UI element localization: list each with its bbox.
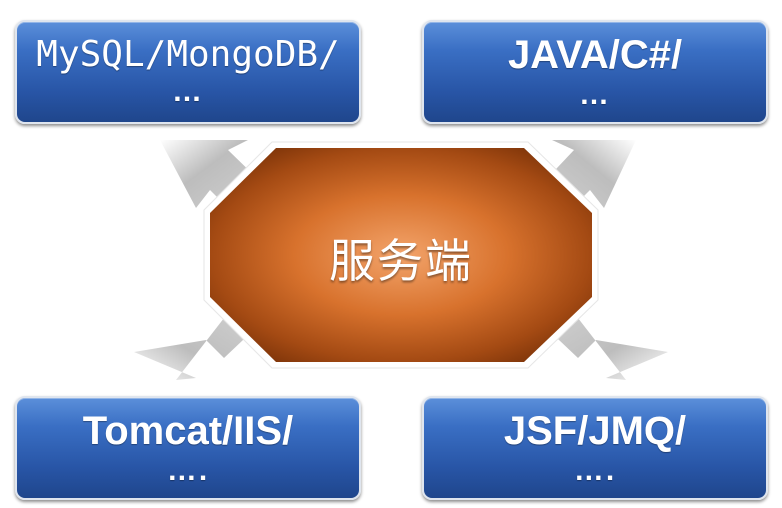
messaging-box-title: JSF/JMQ/	[503, 408, 687, 453]
messaging-box: JSF/JMQ/ ….	[422, 396, 768, 500]
web-server-box: Tomcat/IIS/ ….	[15, 396, 361, 500]
language-box-more: …	[579, 77, 611, 111]
web-server-box-more: ….	[166, 453, 210, 487]
database-box: MySQL/MongoDB/ …	[15, 20, 361, 124]
web-server-box-title: Tomcat/IIS/	[82, 408, 294, 453]
messaging-box-more: ….	[573, 453, 617, 487]
database-box-more: …	[172, 75, 204, 109]
hub-octagon-fill	[210, 148, 592, 362]
language-box-title: JAVA/C#/	[507, 32, 683, 77]
database-box-title: MySQL/MongoDB/	[36, 34, 340, 76]
server-label: 服务端	[329, 234, 473, 288]
language-box: JAVA/C#/ …	[422, 20, 768, 124]
